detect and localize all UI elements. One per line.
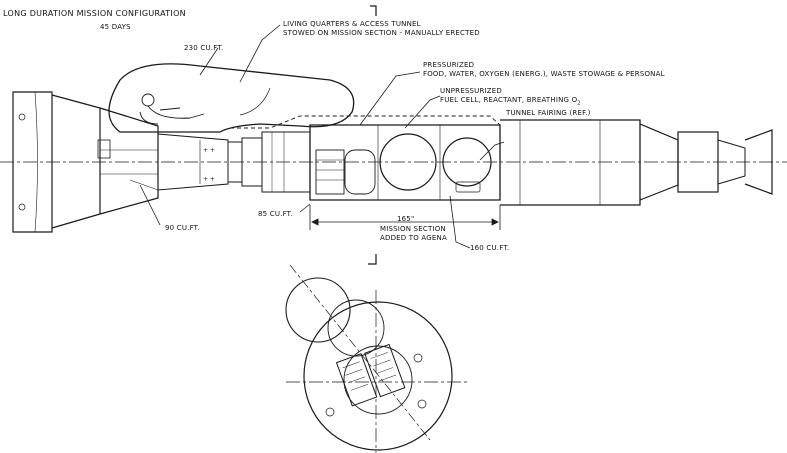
tunnel-fairing-label: TUNNEL FAIRING (REF.) bbox=[506, 109, 591, 117]
unpressurized-label-line2: FUEL CELL, REACTANT, BREATHING O2 bbox=[440, 96, 581, 107]
unpressurized-label-line1: UNPRESSURIZED bbox=[440, 87, 503, 95]
mission-section-label-line2: ADDED TO AGENA bbox=[380, 234, 447, 242]
svg-text:+ +: + + bbox=[203, 147, 215, 154]
mission-section-label-line1: MISSION SECTION bbox=[380, 225, 446, 233]
svg-text:+ +: + + bbox=[203, 176, 215, 183]
volume-90-label: 90 CU.FT. bbox=[165, 224, 200, 232]
dimension-165 bbox=[309, 205, 501, 230]
dimension-165-label: 165" bbox=[397, 215, 415, 223]
pressurized-label-line2: FOOD, WATER, OXYGEN (ENERG.), WASTE STOW… bbox=[423, 70, 665, 78]
agena-body bbox=[500, 119, 773, 206]
mission-section bbox=[309, 124, 501, 201]
living-quarters-label-line2: STOWED ON MISSION SECTION - MANUALLY ERE… bbox=[283, 29, 480, 37]
section-markers bbox=[368, 5, 377, 265]
diagram-title: LONG DURATION MISSION CONFIGURATION bbox=[3, 9, 186, 18]
pressurized-label-line1: PRESSURIZED bbox=[423, 61, 475, 69]
living-quarters-label-line1: LIVING QUARTERS & ACCESS TUNNEL bbox=[283, 20, 421, 28]
tunnel-fairing bbox=[230, 115, 501, 129]
volume-85-label: 85 CU.FT. bbox=[258, 210, 293, 218]
volume-230-label: 230 CU.FT. bbox=[184, 44, 224, 52]
adapter-section: + + + + bbox=[157, 133, 229, 191]
living-quarters bbox=[108, 63, 355, 133]
leader-lines bbox=[139, 24, 505, 249]
volume-160-label: 160 CU.FT. bbox=[470, 244, 510, 252]
end-view bbox=[285, 264, 468, 453]
mission-duration: 45 DAYS bbox=[100, 23, 131, 31]
